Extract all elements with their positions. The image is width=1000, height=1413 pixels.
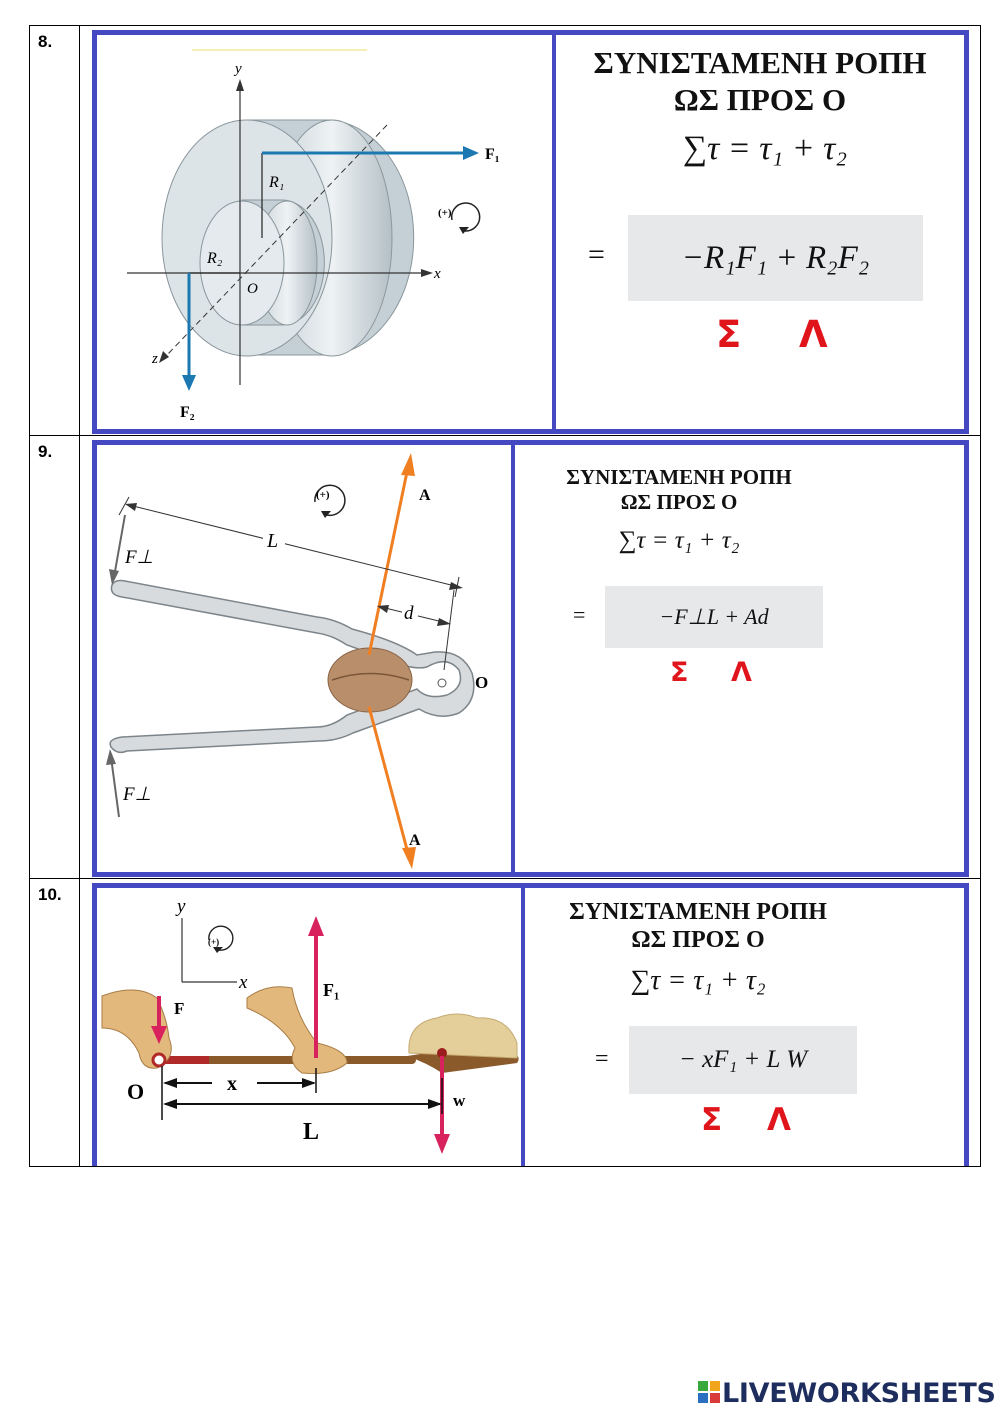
liveworksheets-brand-text: LIVEWORKSHEETS xyxy=(722,1378,996,1409)
answer-panel: ΣΥΝΙΣΤΑΜΕΝΗ ΡΟΠΗ ΩΣ ΠΡΟΣ Ο ∑τ = τ₁ + τ₂ … xyxy=(525,888,964,1166)
force-f1-label: F₁ xyxy=(323,980,339,1000)
torque-sum-formula: ∑τ = τ₁ + τ₂ xyxy=(618,526,740,554)
choice-false-button[interactable]: Λ xyxy=(731,657,752,688)
frame-divider xyxy=(552,35,556,429)
exercise-frame: y x (+) xyxy=(92,883,969,1166)
radius-r2-label: R₂ xyxy=(206,250,223,267)
force-fperp-bottom-label: F⊥ xyxy=(122,784,151,805)
exercise-number: 9. xyxy=(30,436,80,879)
choice-false-button[interactable]: Λ xyxy=(799,313,828,356)
axis-y-label: y xyxy=(175,896,186,917)
title-line-2: ΩΣ ΠΡΟΣ Ο xyxy=(620,489,738,514)
svg-text:(+): (+) xyxy=(208,937,219,947)
origin-o-label: O xyxy=(247,281,258,297)
title-line-1: ΣΥΝΙΣΤΑΜΕΝΗ ΡΟΠΗ xyxy=(569,899,827,925)
choice-true-button[interactable]: Σ xyxy=(670,657,689,688)
length-l-label: L xyxy=(303,1119,319,1145)
choice-false-button[interactable]: Λ xyxy=(767,1102,791,1138)
answer-panel: ΣΥΝΙΣΤΑΜΕΝΗ ΡΟΠΗ ΩΣ ΠΡΟΣ Ο ∑τ = τ₁ + τ₂ … xyxy=(556,35,964,429)
nutcracker-figure: A A F⊥ F⊥ L xyxy=(106,453,488,869)
exercise-row-8: 8. xyxy=(29,25,981,436)
equals-sign: = xyxy=(595,1046,609,1072)
torque-sum-formula: ∑τ = τ₁ + τ₂ xyxy=(682,130,848,168)
torque-sum-formula: ∑τ = τ₁ + τ₂ xyxy=(630,964,766,996)
exercise-row-9: 9. A A F⊥ F⊥ xyxy=(29,435,981,879)
axis-z-label: z xyxy=(151,351,158,367)
force-a-top-label: A xyxy=(419,487,431,504)
frame-divider xyxy=(521,888,525,1166)
distance-d-label: d xyxy=(404,603,414,624)
rotation-direction-icon: (+) xyxy=(314,484,346,518)
pivot-o-label: O xyxy=(475,673,488,692)
worksheet-table: 8. xyxy=(29,25,981,1167)
weight-w-label: w xyxy=(453,1091,466,1110)
exercise-row-10: 10. y x (+) xyxy=(29,878,981,1167)
answer-box: −F⊥L + Ad xyxy=(605,586,823,648)
frame-divider xyxy=(511,445,515,872)
force-f2-label: F₂ xyxy=(180,404,195,421)
exercise-frame: A A F⊥ F⊥ L xyxy=(92,440,969,877)
rotation-direction-icon: (+) xyxy=(438,202,481,234)
title-line-2: ΩΣ ΠΡΟΣ Ο xyxy=(631,927,765,954)
choice-true-button[interactable]: Σ xyxy=(701,1102,723,1138)
svg-text:(+): (+) xyxy=(438,207,452,219)
pivot-o-label: O xyxy=(127,1079,144,1104)
exercise-number: 10. xyxy=(30,879,80,1166)
pulley-figure: y x z F₁ R₁ F₂ R₂ O (+ xyxy=(127,49,500,421)
force-f1-label: F₁ xyxy=(485,146,500,163)
shovel-figure: y x (+) xyxy=(101,896,519,1154)
exercise-number: 8. xyxy=(30,26,80,436)
axis-y-label: y xyxy=(233,61,242,77)
title-line-1: ΣΥΝΙΣΤΑΜΕΝΗ ΡΟΠΗ xyxy=(566,465,792,489)
svg-text:(+): (+) xyxy=(316,489,330,501)
equals-sign: = xyxy=(573,602,586,627)
length-l-label: L xyxy=(266,530,278,552)
title-line-2: ΩΣ ΠΡΟΣ Ο xyxy=(673,81,847,117)
axis-x-label: x xyxy=(433,266,441,282)
axis-x-label: x xyxy=(238,972,248,993)
force-f-label: F xyxy=(174,999,184,1018)
choice-true-button[interactable]: Σ xyxy=(716,313,742,356)
answer-box: − xF₁ + L W xyxy=(629,1026,857,1094)
force-a-bottom-label: A xyxy=(409,832,421,849)
rotation-direction-icon: (+) xyxy=(208,925,234,953)
answer-box: −R₁F₁ + R₂F₂ xyxy=(628,215,923,301)
title-line-1: ΣΥΝΙΣΤΑΜΕΝΗ ΡΟΠΗ xyxy=(593,45,927,80)
distance-x-label: x xyxy=(227,1073,237,1095)
equals-sign: = xyxy=(588,238,605,271)
exercise-frame: y x z F₁ R₁ F₂ R₂ O (+ xyxy=(92,30,969,434)
radius-r1-label: R₁ xyxy=(268,174,284,191)
force-fperp-top-label: F⊥ xyxy=(124,547,153,568)
answer-panel: ΣΥΝΙΣΤΑΜΕΝΗ ΡΟΠΗ ΩΣ ΠΡΟΣ Ο ∑τ = τ₁ + τ₂ … xyxy=(515,445,964,872)
liveworksheets-logo-icon xyxy=(698,1381,720,1403)
